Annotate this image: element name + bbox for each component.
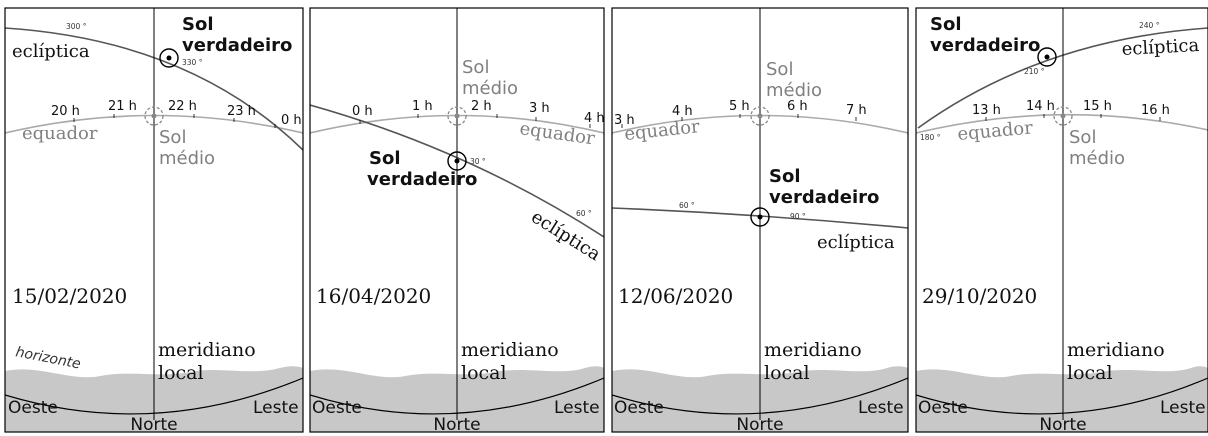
- hour-label-panel-1-e: 0 h: [281, 113, 302, 128]
- mean-sun-label-panel-1-line1: Sol: [159, 127, 186, 148]
- north-label-panel-4: Norte: [1039, 415, 1086, 435]
- panel-2: eclíptica equador 30 ° 60 ° 0 h 1 h 2 h …: [309, 7, 605, 435]
- hour-label-panel-1-d: 23 h: [227, 104, 256, 119]
- meridian-label-panel-2-line2: local: [461, 362, 507, 384]
- west-label-panel-4: Oeste: [918, 398, 968, 418]
- horizon-label-panel-1: horizonte: [14, 344, 82, 372]
- meridian-label-panel-2-line1: meridiano: [461, 339, 559, 361]
- east-label-panel-4: Leste: [1160, 398, 1206, 418]
- true-sun-label-panel-1-line1: Sol: [182, 14, 214, 35]
- hour-label-panel-4-b: 14 h: [1026, 99, 1055, 114]
- west-label-panel-1: Oeste: [8, 398, 58, 418]
- true-sun-label-panel-1-line2: verdadeiro: [182, 35, 292, 56]
- meridian-label-panel-4-line2: local: [1067, 362, 1113, 384]
- west-label-panel-3: Oeste: [614, 398, 664, 418]
- degree-label-panel-2-a: 30 °: [470, 157, 486, 166]
- mean-sun-marker-panel-1: [144, 106, 164, 126]
- hour-label-panel-3-a: 3 h: [614, 113, 635, 128]
- north-label-panel-3: Norte: [736, 415, 783, 435]
- hour-label-panel-4-c: 15 h: [1083, 99, 1112, 114]
- date-label-panel-2: 16/04/2020: [316, 284, 431, 308]
- hour-label-panel-2-e: 4 h: [584, 111, 605, 126]
- hour-label-panel-2-b: 1 h: [412, 99, 433, 114]
- meridian-label-panel-4-line1: meridiano: [1067, 339, 1165, 361]
- meridian-label-panel-3-line2: local: [764, 362, 810, 384]
- east-label-panel-3: Leste: [858, 398, 904, 418]
- hour-label-panel-1-c: 22 h: [168, 99, 197, 114]
- meridian-label-panel-1-line2: local: [158, 362, 204, 384]
- ecliptic-label-panel-3: eclíptica: [817, 232, 895, 253]
- date-label-panel-3: 12/06/2020: [618, 284, 733, 308]
- mean-sun-label-panel-4-line2: médio: [1069, 148, 1125, 169]
- ecliptic-line-panel-2: [310, 104, 604, 238]
- panel-3: eclíptica equador 60 ° 90 ° 3 h 4 h 5 h …: [611, 7, 909, 435]
- hour-label-panel-2-a: 0 h: [352, 104, 373, 119]
- panel-1-frame: [4, 7, 304, 433]
- degree-label-panel-4-b: 210 °: [1024, 67, 1045, 76]
- hour-label-panel-4-a: 13 h: [972, 103, 1001, 118]
- degree-label-panel-3-a: 60 °: [679, 201, 695, 210]
- true-sun-label-panel-4-line1: Sol: [930, 14, 962, 35]
- hour-label-panel-3-d: 6 h: [787, 99, 808, 114]
- ecliptic-line-panel-4: [917, 27, 1208, 129]
- mean-sun-label-panel-3-line2: médio: [766, 80, 822, 101]
- true-sun-marker-panel-4: [1037, 47, 1057, 67]
- mean-sun-label-panel-3-line1: Sol: [766, 59, 793, 80]
- true-sun-marker-panel-3: [750, 207, 770, 227]
- true-sun-label-panel-2-line2: verdadeiro: [367, 169, 477, 190]
- mean-sun-marker-panel-2: [447, 106, 467, 126]
- panel-3-frame: [611, 7, 909, 433]
- equator-label-panel-4: equador: [957, 117, 1034, 145]
- degree-label-panel-3-b: 90 °: [790, 212, 806, 221]
- hour-label-panel-2-d: 3 h: [529, 101, 550, 116]
- true-sun-marker-panel-1: [159, 48, 179, 68]
- hour-label-panel-3-e: 7 h: [846, 103, 867, 118]
- west-label-panel-2: Oeste: [312, 398, 362, 418]
- true-sun-marker-panel-2: [447, 151, 467, 171]
- true-sun-label-panel-4-line2: verdadeiro: [930, 35, 1040, 56]
- hour-label-panel-3-b: 4 h: [672, 104, 693, 119]
- date-label-panel-1: 15/02/2020: [12, 284, 127, 308]
- panel-4: eclíptica equador 180 ° 210 ° 240 ° 13 h…: [915, 7, 1208, 435]
- true-sun-label-panel-2-line1: Sol: [369, 148, 401, 169]
- hour-label-panel-1-b: 21 h: [108, 99, 137, 114]
- mean-sun-label-panel-1-line2: médio: [159, 148, 215, 169]
- hour-label-panel-2-c: 2 h: [471, 99, 492, 114]
- equator-label-panel-1: equador: [22, 123, 98, 144]
- ecliptic-line-panel-1: [5, 27, 303, 151]
- panel-2-frame: [309, 7, 605, 433]
- equator-label-panel-3: equador: [623, 116, 701, 145]
- true-sun-label-panel-3-line2: verdadeiro: [769, 187, 879, 208]
- hour-label-panel-1-a: 20 h: [51, 104, 80, 119]
- ecliptic-label-panel-2: eclíptica: [527, 206, 604, 265]
- true-sun-label-panel-3-line1: Sol: [769, 166, 801, 187]
- east-label-panel-2: Leste: [554, 398, 600, 418]
- degree-label-panel-1-b: 330 °: [182, 58, 203, 67]
- hour-label-panel-4-d: 16 h: [1141, 103, 1170, 118]
- mean-sun-label-panel-2-line2: médio: [462, 78, 518, 99]
- date-label-panel-4: 29/10/2020: [922, 284, 1037, 308]
- degree-label-panel-4-a: 180 °: [920, 133, 941, 142]
- east-label-panel-1: Leste: [253, 398, 299, 418]
- ecliptic-label-panel-1: eclíptica: [12, 41, 90, 62]
- degree-label-panel-1-a: 300 °: [66, 22, 87, 31]
- degree-label-panel-4-c: 240 °: [1139, 21, 1160, 30]
- mean-sun-label-panel-2-line1: Sol: [462, 57, 489, 78]
- degree-label-panel-2-b: 60 °: [576, 209, 592, 218]
- meridian-label-panel-3-line1: meridiano: [764, 339, 862, 361]
- north-label-panel-1: Norte: [130, 415, 177, 435]
- mean-sun-marker-panel-4: [1053, 106, 1073, 126]
- north-label-panel-2: Norte: [433, 415, 480, 435]
- panel-1: eclíptica equador 300 ° 330 ° 20 h 21 h …: [4, 7, 304, 435]
- ground-panel-4: [916, 366, 1208, 432]
- ecliptic-label-panel-4: eclíptica: [1121, 35, 1200, 60]
- meridian-label-panel-1-line1: meridiano: [158, 339, 256, 361]
- hour-label-panel-3-c: 5 h: [729, 99, 750, 114]
- panel-4-frame: [915, 7, 1208, 433]
- mean-sun-marker-panel-3: [750, 106, 770, 126]
- mean-sun-label-panel-4-line1: Sol: [1069, 127, 1096, 148]
